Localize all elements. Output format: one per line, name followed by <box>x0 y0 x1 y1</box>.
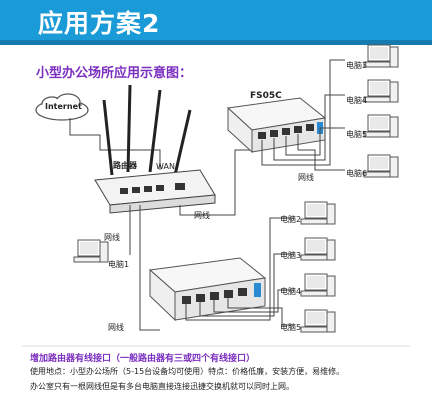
cable-pc3-top <box>261 59 345 166</box>
computer-top-2-icon <box>363 79 399 103</box>
cable-label-router: 网线 <box>194 211 210 220</box>
banner-background <box>0 0 432 45</box>
router-label: 路由器 <box>113 161 137 170</box>
computer-left-label: 电脑1 <box>108 260 130 269</box>
cable-label-bottom: 网线 <box>108 323 124 332</box>
footer-line-2: 办公室只有一根网线但是有多台电脑直接连接迅捷交换机就可以同时上网。 <box>30 382 294 391</box>
cable-pc6-top <box>297 134 345 171</box>
cable-label-left: 网线 <box>104 233 120 242</box>
cable-pc5-top <box>285 127 345 156</box>
computer-mid-4-icon <box>300 309 336 333</box>
computer-top-4-label: 电脑6 <box>346 169 368 178</box>
cable-label-top: 网线 <box>298 173 314 182</box>
banner-title: 应用方案2 <box>38 9 161 38</box>
wan-label: WAN <box>156 162 175 171</box>
computer-mid-4-label: 电脑5 <box>280 323 302 332</box>
cable-pc4-top <box>273 94 345 161</box>
router-device-icon <box>94 169 216 214</box>
computer-top-4-icon <box>363 154 399 178</box>
switch-top-icon <box>226 97 327 154</box>
cable-pc2-mid <box>185 217 295 321</box>
router-to-switch-bottom-cable <box>139 205 160 331</box>
computer-top-3-icon <box>363 114 399 138</box>
computer-mid-3-icon <box>300 273 336 297</box>
computer-mid-1-label: 电脑2 <box>280 215 302 224</box>
banner-stripe <box>0 40 432 45</box>
cable-pc4-mid <box>213 289 295 313</box>
computer-mid-2-label: 电脑3 <box>280 251 302 260</box>
computer-top-1-icon <box>363 44 399 68</box>
internet-cloud-icon <box>35 93 89 121</box>
computer-top-2-label: 电脑4 <box>346 96 368 105</box>
footer-title: 增加路由器有线接口（一般路由器有三或四个有线接口） <box>30 354 256 364</box>
computer-mid-2-icon <box>300 237 336 261</box>
wan-cable <box>69 118 161 170</box>
switch-top-label: FS05C <box>250 91 282 101</box>
computer-mid-3-label: 电脑4 <box>280 287 302 296</box>
footer-line-1: 使用地点：小型办公场所（5-15台设备均可使用）特点：价格低廉，安装方便，易维修… <box>30 367 345 376</box>
router-antennas <box>102 84 192 176</box>
switch-bottom-icon <box>148 257 267 322</box>
computer-top-1-label: 电脑3 <box>346 61 368 70</box>
computer-top-3-label: 电脑5 <box>346 130 368 139</box>
cable-pc5-mid <box>227 298 295 326</box>
computer-left-icon <box>73 239 109 263</box>
internet-label: Internet <box>45 102 82 111</box>
diagram-subtitle: 小型办公场所应用示意图： <box>36 66 193 81</box>
cable-pc3-mid <box>199 253 295 317</box>
computer-mid-1-icon <box>300 201 336 225</box>
